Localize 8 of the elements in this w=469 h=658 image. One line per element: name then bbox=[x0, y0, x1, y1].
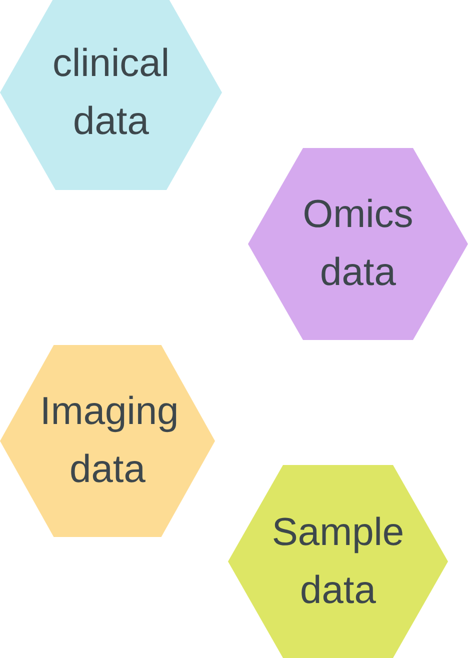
node-label: Imaging data bbox=[39, 389, 180, 493]
node-label: clinical data bbox=[51, 40, 171, 144]
hexagon-node bbox=[248, 148, 468, 340]
hexagon-node bbox=[0, 345, 215, 537]
hexagon-node bbox=[0, 0, 222, 190]
hexagon-node bbox=[228, 465, 448, 658]
node-label: Omics data bbox=[302, 192, 414, 296]
node-label: Sample data bbox=[270, 510, 406, 614]
